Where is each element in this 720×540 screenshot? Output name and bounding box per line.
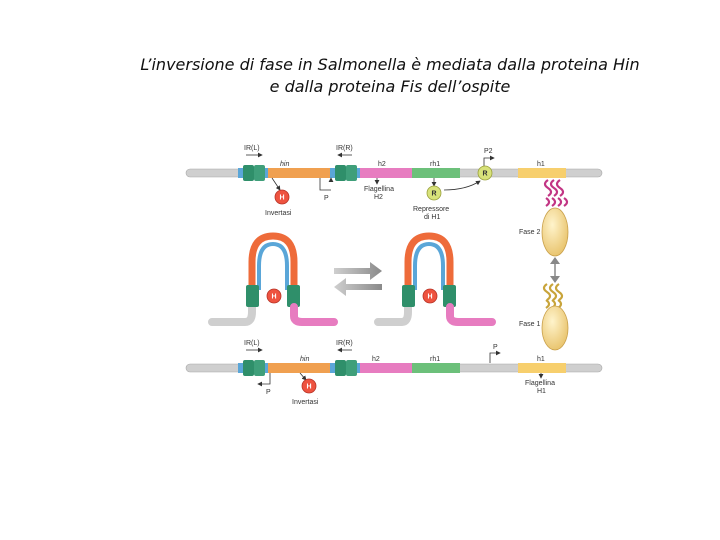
title-line-2: e dalla proteina Fis dell’ospite	[269, 77, 511, 96]
phase-1-flagella	[542, 283, 564, 301]
top-ir-right-box-a	[335, 165, 346, 181]
top-repressore-sub: di H1	[424, 214, 440, 221]
top-h1-label: h1	[537, 161, 545, 168]
bottom-promoter-arrow	[489, 350, 501, 363]
top-ir-left-box-a	[243, 165, 254, 181]
phase-1-label: Fase 1	[519, 321, 541, 328]
top-flagellina-sub: H2	[374, 194, 383, 201]
left-loop-hin-protein	[266, 288, 282, 304]
top-hin-label: hin	[280, 161, 289, 168]
top-ir-right-label: IR(R)	[336, 145, 353, 152]
bottom-h1-label: h1	[537, 356, 545, 363]
bottom-low-promoter-label: P	[266, 389, 271, 396]
reverse-equilibrium-arrow	[334, 278, 382, 296]
left-loop-inner-arc	[257, 241, 289, 290]
top-hin-expression-arrow	[271, 177, 281, 191]
right-loop-hin-letter: H	[428, 294, 433, 301]
forward-equilibrium-arrow	[334, 262, 382, 280]
left-loop-h2-tail	[290, 303, 338, 326]
page-title: L’inversione di fase in Salmonella è med…	[60, 54, 720, 98]
left-loop-dna-tail	[208, 296, 256, 326]
top-hin-protein	[274, 189, 290, 205]
left-loop-ir-left	[246, 285, 259, 307]
phase-1-bacterium	[541, 305, 569, 351]
bottom-ir-left-label: IR(L)	[244, 340, 260, 347]
top-h2-gene	[360, 168, 412, 178]
top-h1-gene	[518, 168, 566, 178]
right-loop-dna-tail	[374, 296, 412, 326]
top-promoter-label: P	[324, 195, 329, 202]
phase-2-flagella	[543, 179, 565, 197]
bottom-hin-protein-letter: H	[307, 384, 312, 391]
top-flagellina-label: Flagellina	[364, 186, 394, 193]
bottom-h1-gene	[518, 363, 566, 373]
top-ir-left-label: IR(L)	[244, 145, 260, 152]
top-repressor-letter: R	[432, 191, 437, 198]
top-repressore-label: Repressore	[413, 206, 449, 213]
bottom-hin-label: hin	[300, 356, 309, 363]
top-hin-gene	[268, 168, 330, 178]
right-loop-inner-arc	[413, 241, 445, 290]
right-loop-ir-left	[402, 285, 415, 307]
bottom-ir-left-box-b	[254, 360, 265, 376]
phase-2-flagella-lower	[545, 197, 569, 207]
bottom-h2-label: h2	[372, 356, 380, 363]
top-p2-promoter-arrow	[483, 155, 495, 168]
top-p2-label: P2	[484, 148, 493, 155]
left-loop-complex: H	[208, 232, 338, 326]
right-loop-h2-tail	[446, 303, 496, 326]
bottom-hin-expression-arrow	[299, 372, 307, 381]
bottom-flagellina-sub: H1	[537, 388, 546, 395]
right-loop-hin-protein	[422, 288, 438, 304]
top-ir-left-box-b	[254, 165, 265, 181]
right-loop-complex: H	[374, 232, 496, 326]
phase-2-label: Fase 2	[519, 229, 541, 236]
bottom-invertasi-label: Invertasi	[292, 399, 319, 406]
top-repressor-protein	[426, 185, 442, 201]
phase-1-cell	[541, 283, 569, 351]
left-loop-hin-arc	[248, 232, 298, 290]
top-hin-protein-letter: H	[280, 195, 285, 202]
bottom-dna-strand	[185, 360, 603, 376]
phase-switch-arrows	[550, 257, 560, 283]
bottom-h2-gene	[360, 363, 412, 373]
top-rh1-gene	[412, 168, 460, 178]
top-h2-label: h2	[378, 161, 386, 168]
top-promoter-line	[319, 178, 331, 191]
bottom-hin-protein	[301, 378, 317, 394]
right-loop-ir-right	[443, 285, 456, 307]
bottom-ir-right-label: IR(R)	[336, 340, 353, 347]
bottom-rh1-label: rh1	[430, 356, 440, 363]
bottom-hin-gene	[268, 363, 330, 373]
phase-2-cell	[541, 179, 569, 257]
top-ir-right-box-b	[346, 165, 357, 181]
left-loop-hin-letter: H	[272, 294, 277, 301]
top-dna-strand	[185, 165, 603, 181]
bottom-ir-left-box-a	[243, 360, 254, 376]
title-line-1: L’inversione di fase in Salmonella è med…	[140, 55, 640, 74]
bottom-flagellina-label: Flagellina	[525, 380, 555, 387]
top-repressor-bound-letter: R	[483, 171, 488, 178]
bottom-rh1-gene	[412, 363, 460, 373]
left-loop-ir-right	[287, 285, 300, 307]
right-loop-hin-arc	[404, 232, 454, 290]
bottom-ir-right-box-b	[346, 360, 357, 376]
bottom-ir-right-box-a	[335, 360, 346, 376]
bottom-low-promoter-arrow	[257, 373, 271, 387]
phase-2-bacterium	[541, 207, 569, 257]
top-invertasi-label: Invertasi	[265, 210, 292, 217]
bottom-promoter-label: P	[493, 344, 498, 351]
top-rh1-label: rh1	[430, 161, 440, 168]
top-repressor-binding-arrow	[443, 180, 481, 191]
top-repressor-bound	[477, 165, 493, 181]
